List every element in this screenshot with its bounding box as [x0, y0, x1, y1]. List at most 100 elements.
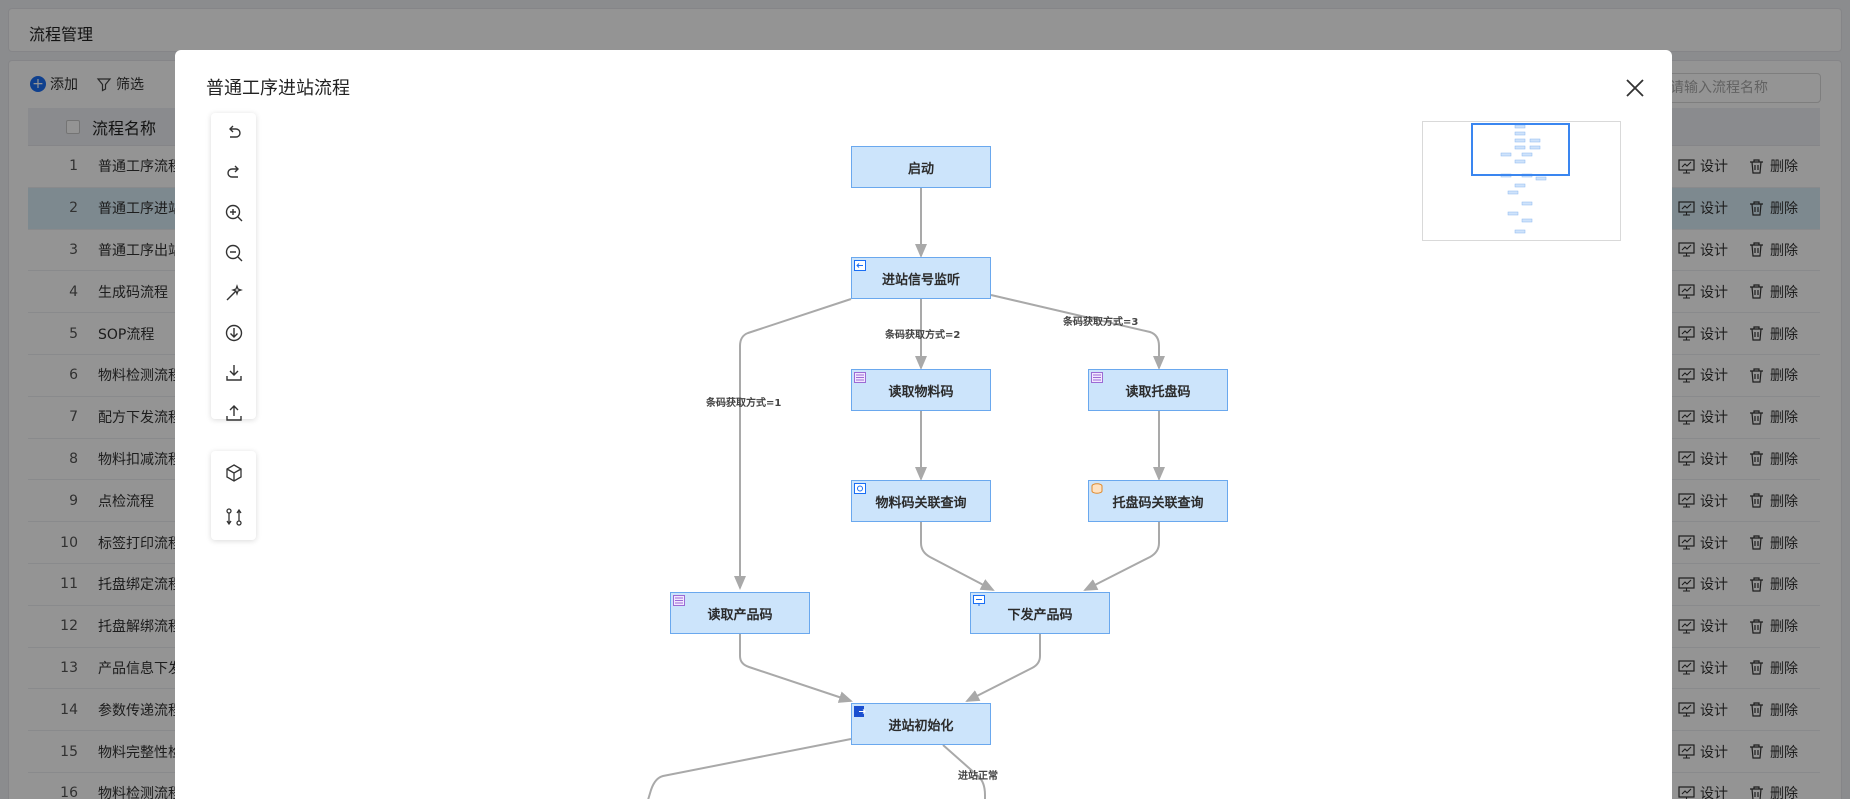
design-button[interactable]: 设计 — [1678, 240, 1728, 260]
node-send-product-label: 下发产品码 — [1007, 607, 1073, 623]
design-button[interactable]: 设计 — [1678, 407, 1728, 427]
switch-button[interactable] — [211, 495, 256, 539]
row-actions: 设计 删除 — [1678, 491, 1798, 511]
zoom-in-button[interactable] — [211, 193, 256, 233]
design-button[interactable]: 设计 — [1678, 282, 1728, 302]
edge-product-to-init — [739, 634, 853, 703]
node-read-material[interactable]: 读取物料码 — [851, 369, 991, 411]
delete-button[interactable]: 删除 — [1748, 240, 1798, 260]
delete-button[interactable]: 删除 — [1748, 533, 1798, 553]
design-button[interactable]: 设计 — [1678, 574, 1728, 594]
delete-button[interactable]: 删除 — [1748, 783, 1798, 799]
trash-icon — [1750, 368, 1763, 383]
design-label: 设计 — [1700, 326, 1728, 343]
design-label: 设计 — [1700, 493, 1728, 510]
column-header-name: 流程名称 — [92, 118, 157, 138]
design-label: 设计 — [1700, 284, 1728, 301]
design-button[interactable]: 设计 — [1678, 533, 1728, 553]
row-actions: 设计 删除 — [1678, 533, 1798, 553]
node-read-product-label: 读取产品码 — [707, 607, 773, 623]
node-inbound-listen[interactable]: 进站信号监听 — [851, 257, 991, 299]
design-button[interactable]: 设计 — [1678, 365, 1728, 385]
delete-button[interactable]: 删除 — [1748, 282, 1798, 302]
row-name: 托盘绑定流程 — [98, 577, 182, 594]
delete-button[interactable]: 删除 — [1748, 700, 1798, 720]
node-pallet-query[interactable]: 托盘码关联查询 — [1088, 480, 1228, 522]
add-button[interactable]: + 添加 — [30, 74, 78, 94]
design-button[interactable]: 设计 — [1678, 700, 1728, 720]
delete-button[interactable]: 删除 — [1748, 198, 1798, 218]
trash-icon — [1750, 786, 1763, 799]
delete-button[interactable]: 删除 — [1748, 491, 1798, 511]
delete-button[interactable]: 删除 — [1748, 324, 1798, 344]
filter-button[interactable]: 筛选 — [96, 74, 144, 94]
design-icon — [1678, 493, 1695, 508]
export-button[interactable] — [211, 353, 256, 393]
row-name: 物料检测流程 — [98, 786, 182, 799]
node-start[interactable]: 启动 — [851, 146, 991, 188]
delete-button[interactable]: 删除 — [1748, 365, 1798, 385]
row-actions: 设计删除 — [1678, 407, 1798, 427]
zoom-out-button[interactable] — [211, 233, 256, 273]
filter-label: 筛选 — [116, 77, 144, 93]
search-input[interactable]: 请输入流程名称 — [1665, 73, 1821, 103]
delete-button[interactable]: 删除 — [1748, 156, 1798, 176]
auto-layout-button[interactable] — [211, 273, 256, 313]
minimap-viewport[interactable] — [1471, 123, 1570, 176]
design-button[interactable]: 设计 — [1678, 742, 1728, 762]
design-button[interactable]: 设计 — [1678, 491, 1728, 511]
trash-icon — [1750, 535, 1763, 550]
row-name: 标签打印流程 — [98, 535, 182, 552]
design-icon — [1678, 201, 1695, 216]
row-index: 8 — [69, 450, 78, 467]
delete-button[interactable]: 删除 — [1748, 574, 1798, 594]
delete-label: 删除 — [1770, 451, 1798, 468]
trash-icon — [1750, 326, 1763, 341]
signal-icon — [854, 260, 866, 271]
edge-send-to-init — [965, 634, 1041, 702]
component-button[interactable] — [211, 451, 256, 495]
row-index: 7 — [69, 409, 78, 426]
node-read-product[interactable]: 读取产品码 — [670, 592, 810, 634]
design-button[interactable]: 设计 — [1678, 449, 1728, 469]
design-button[interactable]: 设计 — [1678, 324, 1728, 344]
download-circle-button[interactable] — [211, 313, 256, 353]
node-send-product[interactable]: 下发产品码 — [970, 592, 1110, 634]
design-icon — [1678, 451, 1695, 467]
edge-pquery-to-send — [1083, 522, 1160, 591]
undo-button[interactable] — [211, 113, 256, 153]
design-button[interactable]: 设计 — [1678, 198, 1728, 218]
row-index: 9 — [69, 492, 78, 509]
delete-button[interactable]: 删除 — [1748, 742, 1798, 762]
delete-button[interactable]: 删除 — [1748, 658, 1798, 678]
design-button[interactable]: 设计 — [1678, 616, 1728, 636]
download-circle-icon — [225, 324, 242, 342]
design-icon — [1678, 744, 1695, 759]
row-index: 5 — [69, 325, 78, 342]
redo-button[interactable] — [211, 153, 256, 193]
design-button[interactable]: 设计 — [1678, 783, 1728, 799]
flow-canvas[interactable]: 条码获取方式=2 条码获取方式=3 条码获取方式=1 进站正常 启动 进站信号监… — [175, 50, 1672, 799]
select-all-checkbox[interactable] — [66, 119, 80, 134]
delete-label: 删除 — [1770, 284, 1798, 301]
query-icon — [854, 483, 866, 494]
import-button[interactable] — [211, 393, 256, 433]
filter-icon — [96, 78, 112, 92]
barcode-icon — [1091, 372, 1103, 383]
node-material-query[interactable]: 物料码关联查询 — [851, 480, 991, 522]
delete-button[interactable]: 删除 — [1748, 407, 1798, 427]
node-inbound-init[interactable]: 进站初始化 — [851, 703, 991, 745]
close-icon[interactable] — [1623, 76, 1647, 100]
delete-button[interactable]: 删除 — [1748, 449, 1798, 469]
node-read-pallet[interactable]: 读取托盘码 — [1088, 369, 1228, 411]
row-index: 6 — [69, 367, 78, 384]
design-button[interactable]: 设计 — [1678, 156, 1728, 176]
design-label: 设计 — [1700, 535, 1728, 552]
modal-title: 普通工序进站流程 — [206, 78, 350, 99]
minimap[interactable] — [1422, 121, 1621, 241]
delete-button[interactable]: 删除 — [1748, 616, 1798, 636]
design-button[interactable]: 设计 — [1678, 658, 1728, 678]
delete-label: 删除 — [1770, 744, 1798, 761]
node-read-material-label: 读取物料码 — [888, 384, 954, 400]
